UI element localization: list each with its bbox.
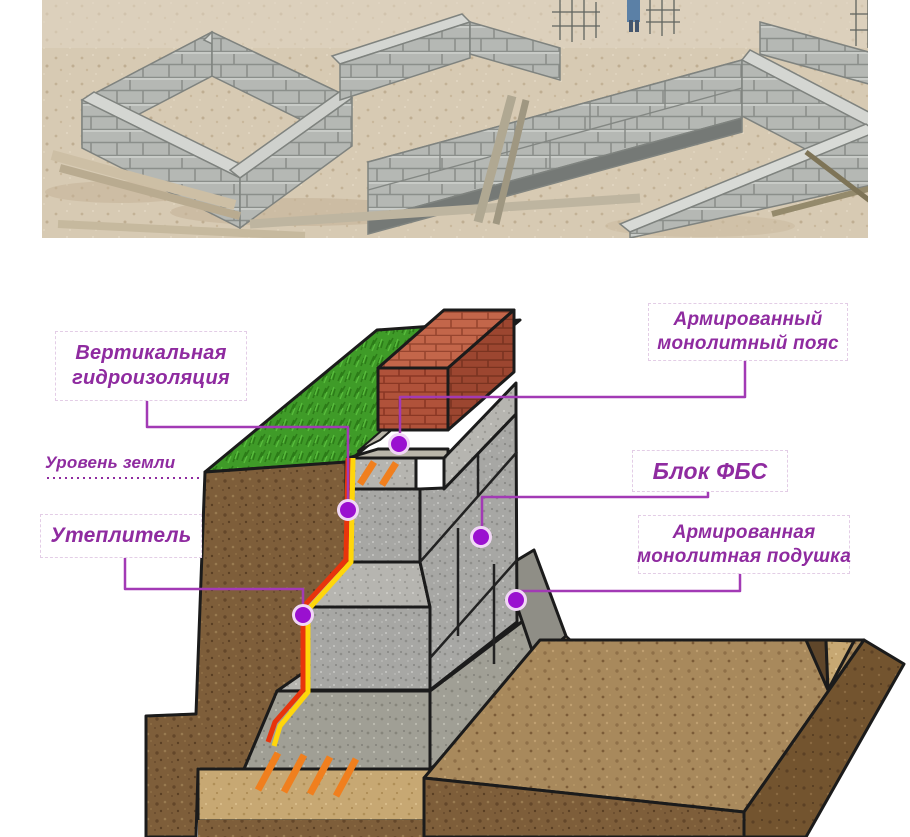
label-line: монолитная подушка (636, 545, 852, 567)
leaning-plank (492, 99, 530, 225)
block-wall (629, 134, 868, 238)
wooden-planks (50, 94, 868, 238)
insulation-yellow-layer (271, 457, 356, 747)
wooden-stick (804, 150, 868, 203)
label-line: монолитный пояс (657, 333, 839, 354)
block-wall (239, 96, 353, 230)
label-insulation: Утеплитель (40, 514, 202, 558)
sand-bed (196, 767, 434, 823)
fbs-wall (418, 409, 519, 692)
wooden-plank (50, 150, 237, 210)
brick-wall (376, 308, 516, 432)
right-soil-block (422, 638, 906, 837)
marker-waterproofing (337, 499, 359, 521)
fbs-block-cut-lower (301, 605, 432, 692)
wooden-plank (249, 193, 641, 229)
block-wall (469, 21, 561, 81)
label-line: Вертикальная (75, 342, 227, 364)
soil-below-sand (198, 820, 432, 837)
label-reinforced-cushion: Армированная монолитная подушка (636, 515, 852, 574)
connector-fbs (480, 490, 710, 526)
rebar-grid (552, 0, 868, 48)
soil-right-face (742, 638, 906, 837)
block-wall (759, 21, 868, 85)
belt-side-face (442, 381, 518, 491)
marker-cushion (505, 589, 527, 611)
label-line: Утеплитель (50, 523, 192, 547)
label-line: гидроизоляция (72, 367, 230, 389)
wooden-plank (58, 164, 242, 220)
label-reinforced-belt: Армированный монолитный пояс (648, 303, 848, 361)
block-joint-lines (419, 451, 518, 664)
footing-rebar-hatches (254, 751, 360, 798)
marker-fbs-block (470, 526, 492, 548)
waterproofing-red-layer (265, 457, 351, 743)
label-line: Армированный (673, 309, 823, 331)
foundation-section-diagram (47, 308, 906, 837)
wooden-plank (57, 220, 306, 238)
connector-waterproofing (145, 399, 350, 500)
label-ground-level: Уровень земли (45, 452, 215, 474)
soil-notch (824, 638, 856, 692)
label-line: Блок ФБС (652, 457, 768, 484)
construction-photo (42, 0, 868, 238)
soil-front-face (422, 776, 746, 837)
connector-belt (398, 359, 747, 433)
belt-rebar-hatches (357, 460, 399, 487)
waterproofing-insulation-layer (265, 457, 356, 747)
marker-insulation (292, 604, 314, 626)
label-line: Уровень земли (45, 453, 176, 472)
excavation-step-edge (145, 712, 197, 718)
leaning-plank (473, 94, 517, 224)
block-wall (339, 20, 471, 102)
label-line: Армированная (672, 521, 816, 543)
wall-base-strip (367, 117, 743, 235)
brick-front-face (376, 366, 450, 432)
markers (292, 433, 527, 626)
label-fbs-block: Блок ФБС (632, 450, 788, 492)
marker-belt (388, 433, 410, 455)
connector-insulation (123, 556, 305, 604)
worker-figure (627, 0, 640, 32)
label-vertical-waterproofing: Вертикальная гидроизоляция (55, 331, 247, 401)
fbs-block-cut-upper (344, 487, 422, 564)
